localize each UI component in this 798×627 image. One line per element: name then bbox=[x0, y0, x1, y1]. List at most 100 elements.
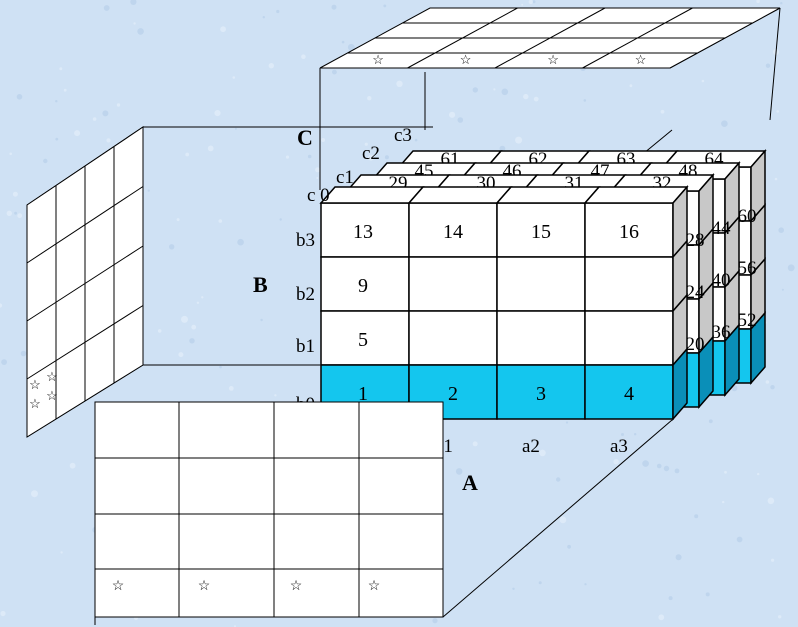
background-speckle bbox=[232, 76, 236, 79]
cube-cell-value: 13 bbox=[353, 221, 373, 243]
top-star-mark: ☆ bbox=[635, 52, 647, 67]
axis-b-name: B bbox=[253, 272, 268, 297]
background-speckle bbox=[432, 618, 438, 624]
background-speckle bbox=[675, 554, 682, 561]
background-speckle bbox=[559, 516, 567, 524]
axis-a-name: A bbox=[462, 470, 478, 495]
cube-cell bbox=[496, 310, 586, 366]
background-speckle bbox=[116, 103, 121, 107]
background-speckle bbox=[301, 54, 306, 59]
background-speckle bbox=[765, 380, 770, 384]
background-speckle bbox=[43, 158, 48, 164]
background-speckle bbox=[9, 152, 12, 156]
background-speckle bbox=[528, 0, 533, 5]
background-speckle bbox=[59, 67, 63, 71]
wireframe-edge bbox=[769, 7, 781, 121]
background-speckle bbox=[694, 514, 699, 519]
cube-cell-value: 4 bbox=[624, 383, 634, 405]
cube-cell bbox=[496, 256, 586, 312]
side-star-mark: ☆ bbox=[29, 377, 41, 392]
background-speckle bbox=[55, 137, 59, 141]
front-projection-grid: ☆☆☆☆ bbox=[94, 401, 444, 618]
background-speckle bbox=[781, 288, 784, 291]
cube-cell-value: 14 bbox=[443, 221, 463, 243]
background-speckle bbox=[780, 2, 783, 5]
background-speckle bbox=[368, 154, 374, 161]
background-speckle bbox=[721, 120, 728, 127]
side-projection-grid: ☆☆☆☆ bbox=[26, 126, 144, 438]
cube-cell bbox=[408, 256, 498, 312]
front-star-mark: ☆ bbox=[368, 579, 381, 594]
background-speckle bbox=[757, 472, 760, 476]
background-speckle bbox=[103, 5, 110, 11]
front-projection-plane bbox=[94, 401, 444, 618]
background-speckle bbox=[621, 433, 624, 436]
background-speckle bbox=[237, 238, 244, 246]
cube-top-face bbox=[319, 186, 425, 204]
background-speckle bbox=[656, 463, 662, 469]
cube-side-label: 52 bbox=[738, 310, 757, 331]
background-speckle bbox=[332, 69, 337, 75]
cube-cell-value: 3 bbox=[536, 383, 546, 405]
background-speckle bbox=[102, 110, 109, 117]
background-speckle bbox=[315, 167, 321, 173]
cube-side-face bbox=[698, 335, 714, 409]
background-speckle bbox=[660, 109, 665, 114]
cube-side-label: 28 bbox=[686, 230, 705, 251]
cube-cell bbox=[584, 202, 674, 258]
background-speckle bbox=[472, 87, 478, 93]
a-label-2: a2 bbox=[522, 436, 540, 457]
cube-top-face bbox=[583, 186, 689, 204]
cube-cell bbox=[320, 256, 410, 312]
background-speckle bbox=[63, 88, 67, 92]
background-speckle bbox=[279, 218, 282, 221]
cube-side-label: 36 bbox=[712, 322, 731, 343]
background-speckle bbox=[220, 26, 227, 33]
cube-top-face bbox=[495, 186, 601, 204]
side-star-mark: ☆ bbox=[46, 388, 58, 403]
a-label-3: a3 bbox=[610, 436, 628, 457]
cube-cell-value: 16 bbox=[619, 221, 639, 243]
cube-top-face bbox=[407, 186, 513, 204]
cube-side-label: 24 bbox=[686, 282, 706, 303]
background-speckle bbox=[778, 615, 782, 619]
background-speckle bbox=[701, 79, 705, 83]
background-speckle bbox=[493, 88, 496, 91]
background-speckle bbox=[384, 155, 389, 160]
background-speckle bbox=[218, 219, 223, 223]
background-speckle bbox=[787, 264, 795, 272]
background-speckle bbox=[133, 22, 136, 25]
cube-cell bbox=[408, 310, 498, 366]
background-speckle bbox=[521, 3, 524, 6]
background-speckle bbox=[285, 155, 290, 159]
background-speckle bbox=[189, 338, 195, 344]
background-speckle bbox=[583, 99, 587, 102]
front-star-mark: ☆ bbox=[290, 579, 303, 594]
c-label-3: c3 bbox=[394, 125, 412, 146]
background-speckle bbox=[472, 441, 478, 447]
background-speckle bbox=[17, 213, 23, 219]
top-projection-grid: ☆☆☆☆ bbox=[319, 7, 781, 69]
cube-cell-value: 2 bbox=[448, 383, 458, 405]
background-speckle bbox=[276, 9, 280, 14]
background-speckle bbox=[262, 16, 265, 19]
top-grid-line bbox=[582, 7, 693, 69]
background-speckle bbox=[383, 4, 387, 8]
background-speckle bbox=[778, 227, 784, 233]
background-speckle bbox=[201, 296, 204, 299]
background-speckle bbox=[556, 477, 561, 482]
background-speckle bbox=[274, 394, 277, 397]
background-speckle bbox=[770, 385, 775, 390]
background-speckle bbox=[130, 0, 137, 5]
background-speckle bbox=[567, 544, 571, 549]
background-speckle bbox=[20, 350, 27, 357]
background-speckle bbox=[1, 359, 7, 365]
background-speckle bbox=[501, 88, 509, 96]
background-speckle bbox=[533, 96, 539, 102]
background-speckle bbox=[367, 96, 372, 101]
background-speckle bbox=[196, 301, 200, 304]
background-speckle bbox=[523, 93, 529, 100]
background-speckle bbox=[663, 465, 670, 472]
